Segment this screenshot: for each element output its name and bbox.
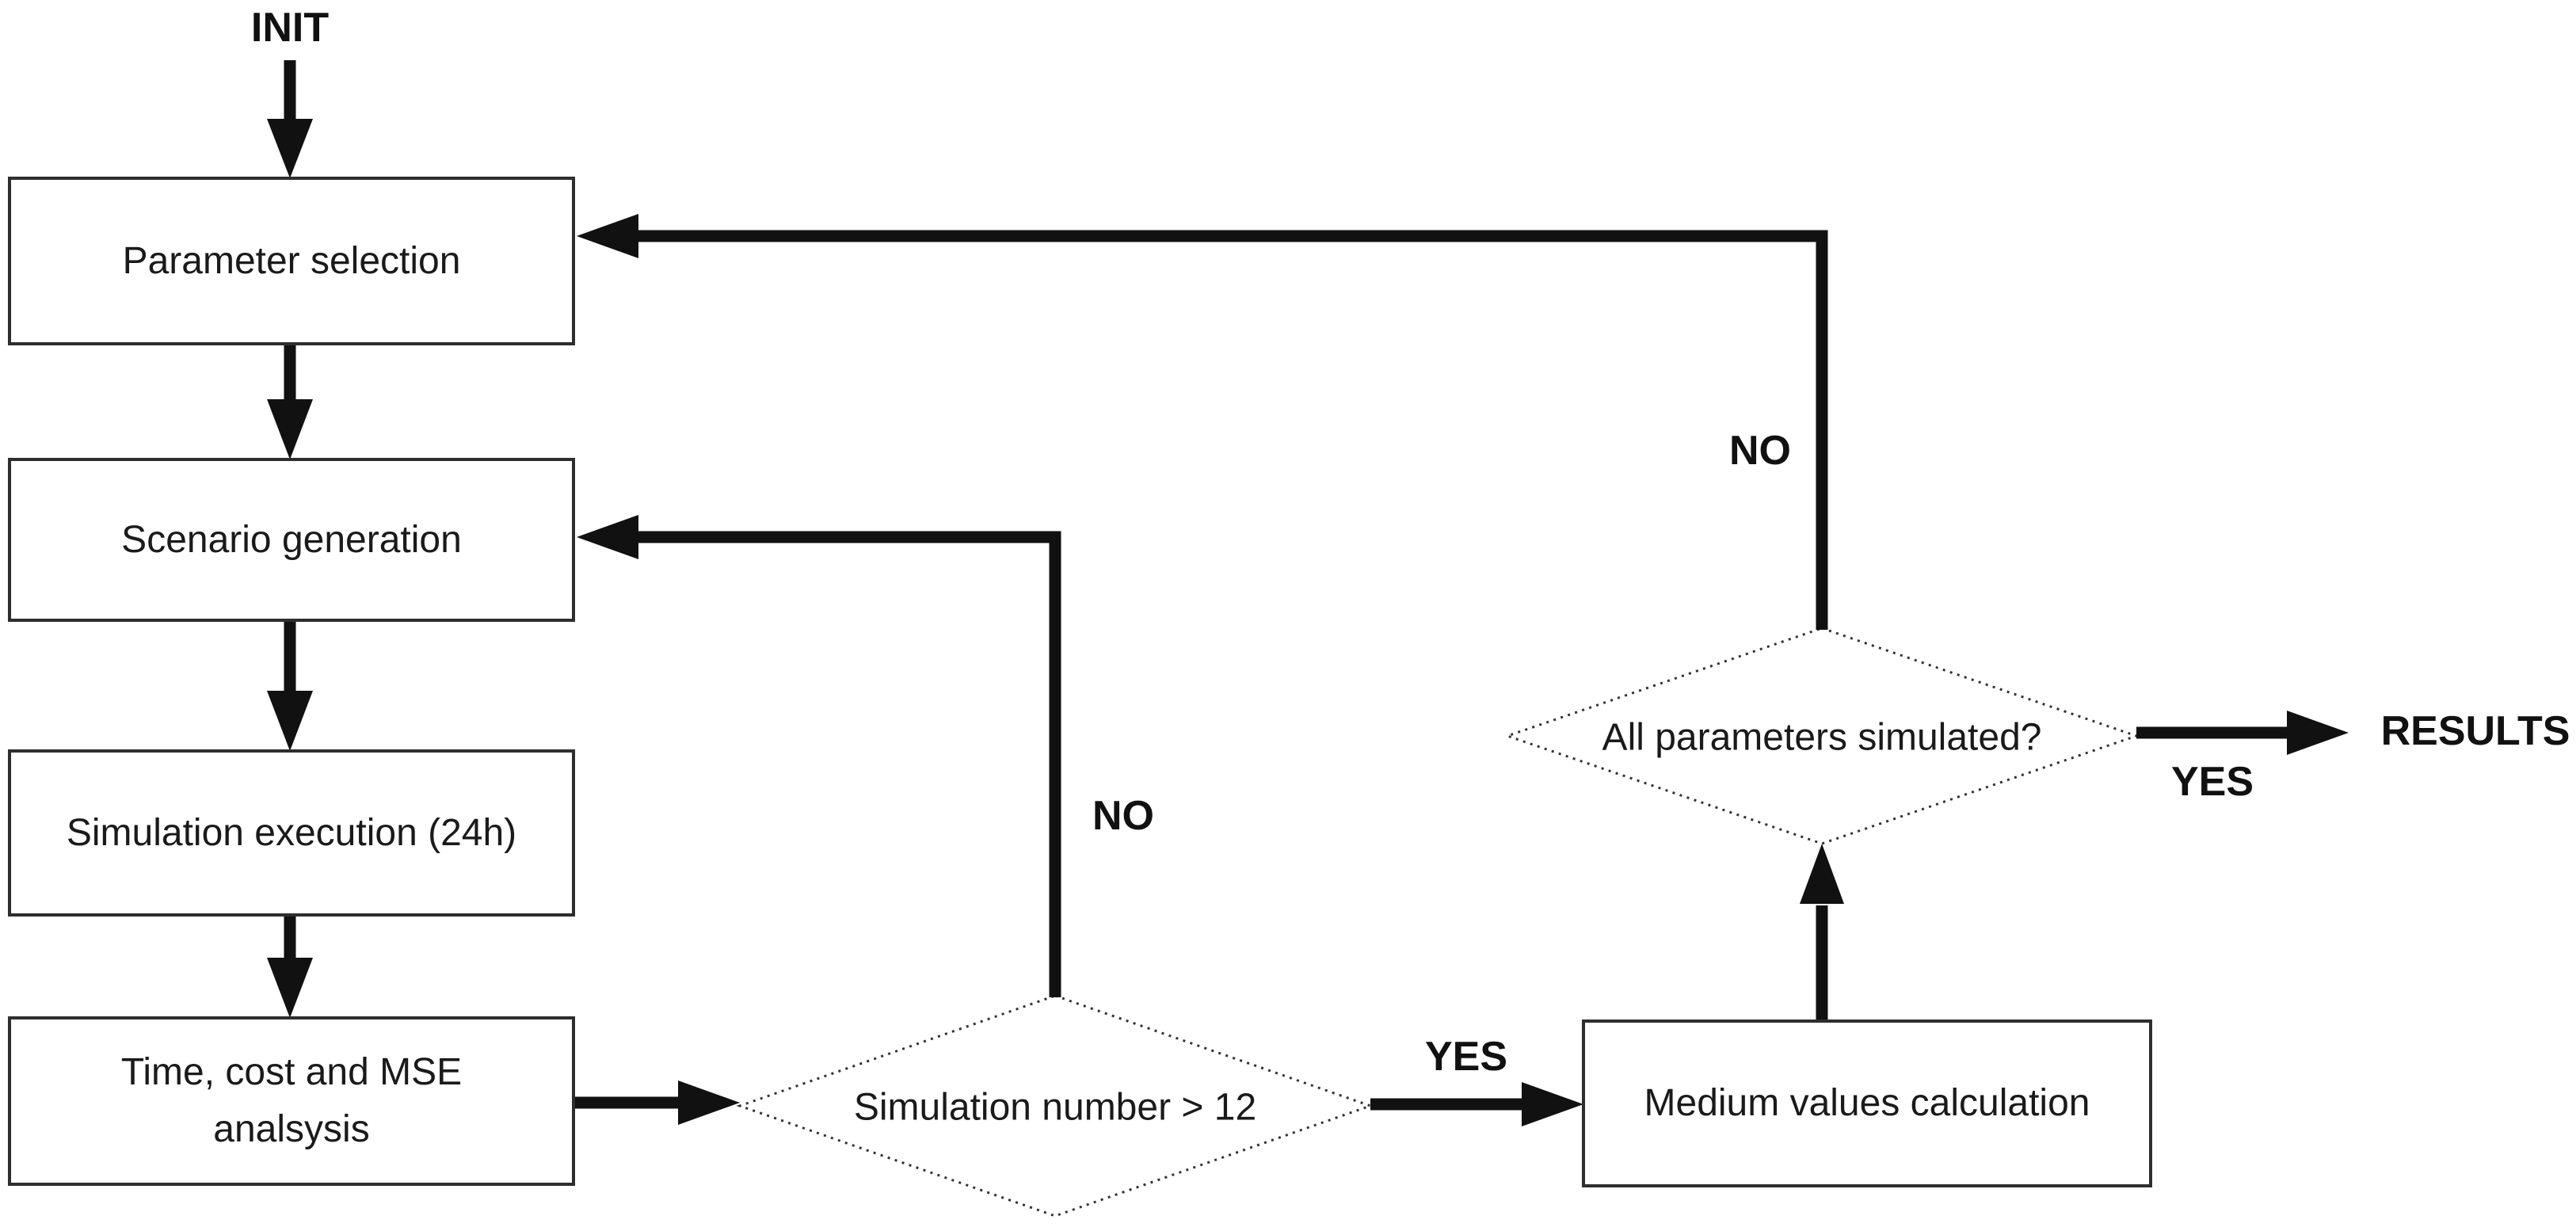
decision-simulation-number-shape bbox=[736, 994, 1374, 1218]
arrowhead-down-parameter-selection bbox=[267, 119, 313, 178]
label-init: INIT bbox=[250, 5, 330, 51]
arrowhead-down-scenario-generation bbox=[267, 399, 313, 459]
edge-no-loop-to-parameter-selection bbox=[634, 230, 1828, 630]
branch-label-yes-simulation-number: YES bbox=[1424, 1034, 1508, 1080]
edge-no-loop-to-scenario bbox=[634, 531, 1061, 997]
arrowhead-down-simulation-execution bbox=[267, 691, 313, 751]
arrowhead-up-all-parameters bbox=[1800, 844, 1844, 904]
analysis-label-line2: analsysis bbox=[213, 1108, 370, 1150]
decision-all-parameters-shape bbox=[1503, 627, 2140, 845]
node-parameter-selection: Parameter selection bbox=[8, 177, 575, 345]
decision-simulation-number-label: Simulation number > 12 bbox=[853, 1086, 1257, 1129]
node-parameter-selection-label: Parameter selection bbox=[122, 239, 461, 282]
node-time-cost-mse-analysis-label: Time, cost and MSE analsysis bbox=[11, 1044, 572, 1158]
node-simulation-execution-label: Simulation execution (24h) bbox=[66, 811, 517, 854]
arrowhead-left-scenario-generation bbox=[577, 515, 638, 559]
branch-label-no-all-parameters: NO bbox=[1729, 428, 1791, 474]
analysis-label-line1: Time, cost and MSE bbox=[120, 1051, 463, 1093]
arrowhead-right-medium-values bbox=[1522, 1082, 1583, 1126]
decision-all-parameters-label: All parameters simulated? bbox=[1602, 716, 2042, 759]
label-results: RESULTS bbox=[2380, 708, 2570, 754]
arrowhead-down-analysis bbox=[267, 958, 313, 1018]
arrowhead-right-simulation-number bbox=[678, 1080, 740, 1125]
node-scenario-generation: Scenario generation bbox=[8, 458, 575, 622]
node-time-cost-mse-analysis: Time, cost and MSE analsysis bbox=[8, 1016, 575, 1186]
branch-label-no-simulation-number: NO bbox=[1092, 793, 1154, 839]
arrowhead-left-parameter-selection bbox=[577, 214, 638, 258]
node-simulation-execution: Simulation execution (24h) bbox=[8, 749, 575, 917]
branch-label-yes-all-parameters: YES bbox=[2170, 759, 2254, 805]
node-medium-values-calculation-label: Medium values calculation bbox=[1644, 1082, 2090, 1124]
node-medium-values-calculation: Medium values calculation bbox=[1582, 1019, 2152, 1187]
node-scenario-generation-label: Scenario generation bbox=[121, 518, 462, 561]
arrowhead-right-results bbox=[2287, 711, 2349, 755]
